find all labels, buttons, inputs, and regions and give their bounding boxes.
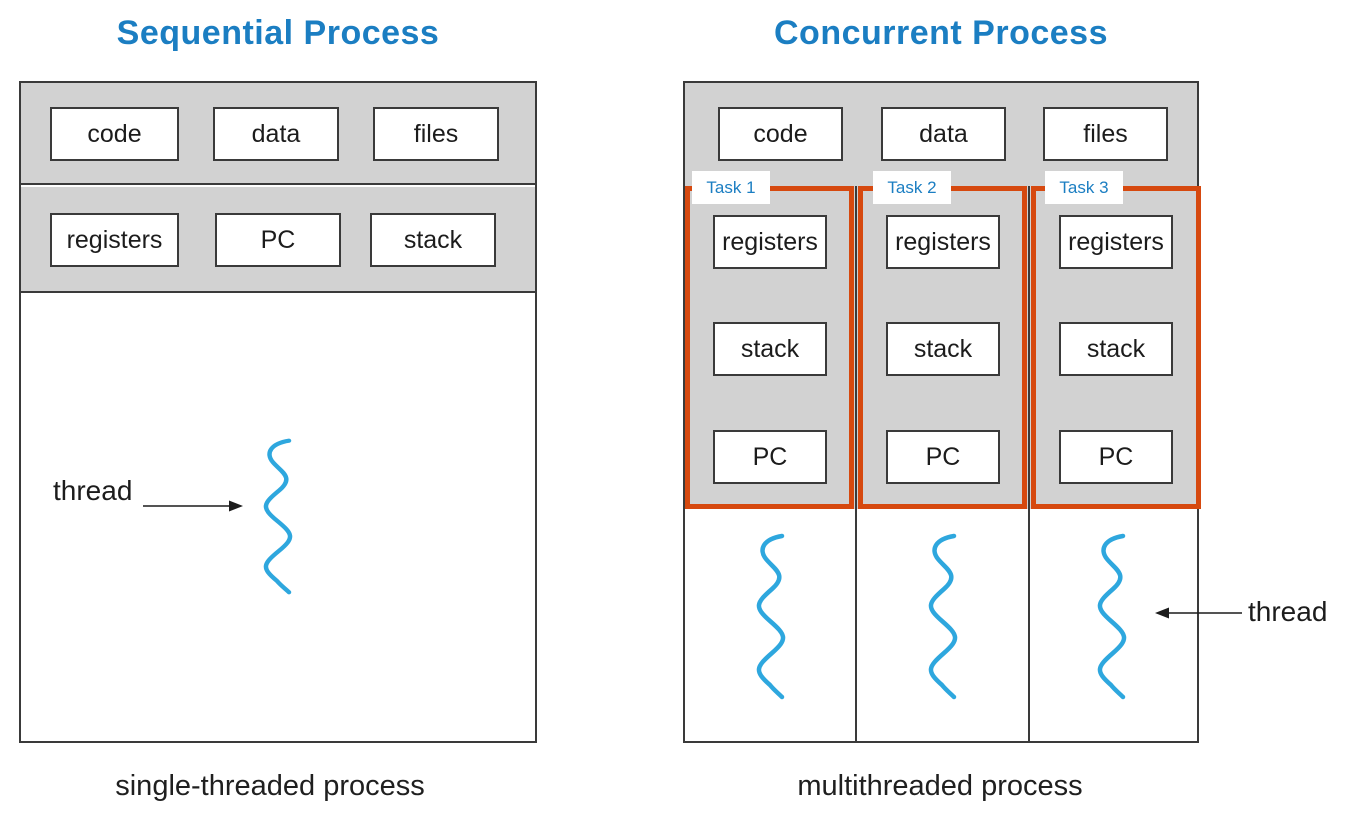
task3-registers-box: registers	[1059, 215, 1173, 269]
registers-box: registers	[50, 213, 179, 267]
thread-squiggle-icon	[263, 438, 293, 595]
task3-column: registers stack PC	[1031, 186, 1201, 509]
left-thread-arrow-icon	[143, 500, 243, 512]
task1-label: Task 1	[692, 171, 770, 204]
left-thread-label: thread	[53, 475, 133, 506]
task1-column: registers stack PC	[685, 186, 854, 509]
task3-label: Task 3	[1045, 171, 1123, 204]
stack-box: stack	[370, 213, 496, 267]
task1-pc-box: PC	[713, 430, 827, 484]
task3-pc-box: PC	[1059, 430, 1173, 484]
thread-squiggle-icon	[1097, 533, 1127, 700]
thread-squiggle-icon	[928, 533, 958, 700]
data-box: data	[881, 107, 1006, 161]
right-thread-label: thread	[1248, 596, 1328, 627]
task1-registers-box: registers	[713, 215, 827, 269]
thread-squiggle-icon	[756, 533, 786, 700]
task3-stack-box: stack	[1059, 322, 1173, 376]
multithreaded-caption: multithreaded process	[797, 770, 1083, 802]
single-threaded-caption: single-threaded process	[115, 770, 425, 802]
task2-label: Task 2	[873, 171, 951, 204]
concurrent-process-title: Concurrent Process	[774, 14, 1108, 52]
task2-column: registers stack PC	[858, 186, 1027, 509]
task2-pc-box: PC	[886, 430, 1000, 484]
code-box: code	[718, 107, 843, 161]
files-box: files	[373, 107, 499, 161]
data-box: data	[213, 107, 339, 161]
code-box: code	[50, 107, 179, 161]
task1-stack-box: stack	[713, 322, 827, 376]
column-divider	[855, 186, 857, 741]
right-thread-arrow-icon	[1155, 607, 1242, 619]
task2-stack-box: stack	[886, 322, 1000, 376]
files-box: files	[1043, 107, 1168, 161]
column-divider	[1028, 186, 1030, 741]
multithreaded-process-box: code data files registers stack PC regis…	[683, 81, 1201, 743]
sequential-process-title: Sequential Process	[116, 14, 440, 52]
pc-box: PC	[215, 213, 341, 267]
single-threaded-process-box: code data files registers PC stack threa…	[19, 81, 537, 743]
task2-registers-box: registers	[886, 215, 1000, 269]
